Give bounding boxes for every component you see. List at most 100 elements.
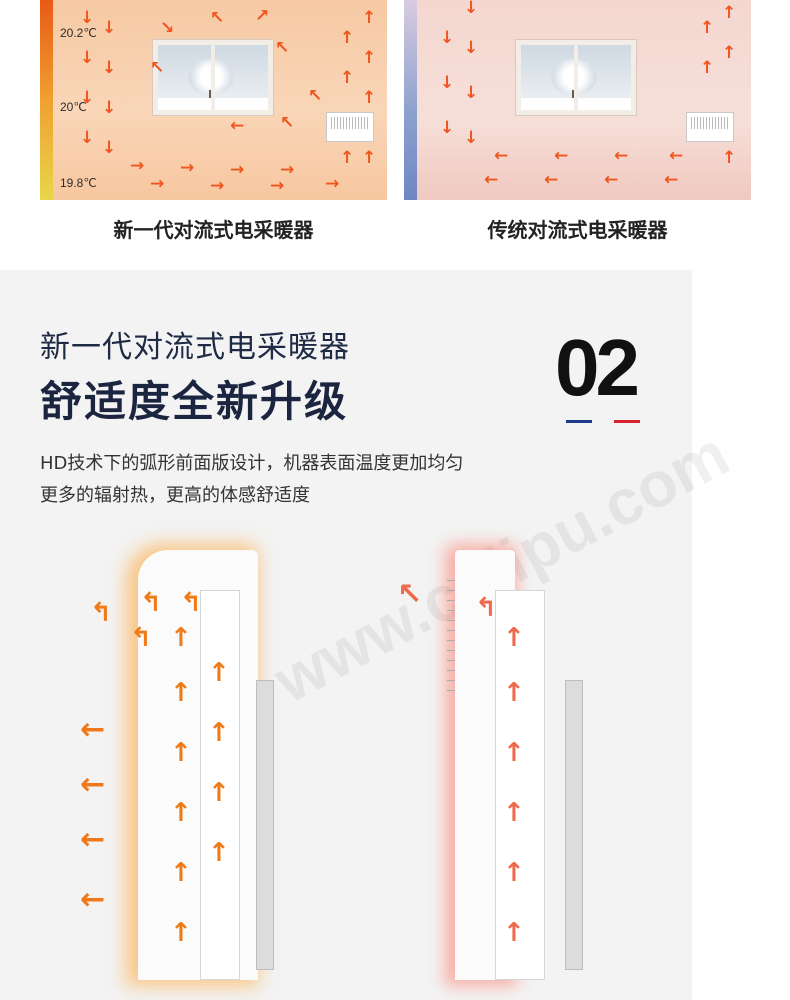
radiant-heat-arrow-icon: ← <box>80 767 106 802</box>
airflow-arrow-icon: ← <box>664 170 679 190</box>
feature-section: 新一代对流式电采暖器 舒适度全新升级 02 HD技术下的弧形前面版设计，机器表面… <box>0 270 740 1000</box>
window-snow-scene <box>516 40 636 115</box>
temp-label-low: 19.8℃ <box>60 176 97 190</box>
caption-new-heater: 新一代对流式电采暖器 <box>113 218 314 242</box>
feature-headline: 舒适度全新升级 <box>40 377 349 426</box>
airflow-arrow-icon: ↓ <box>464 38 479 58</box>
number-underline-red <box>614 420 640 423</box>
airflow-arrow-icon: ← <box>494 146 509 166</box>
description-line-2: 更多的辐射热，更高的体感舒适度 <box>40 485 310 506</box>
airflow-arrow-icon: → <box>150 174 165 194</box>
airflow-arrow-icon: ← <box>484 170 499 190</box>
feature-description: HD技术下的弧形前面版设计，机器表面温度更加均匀 更多的辐射热，更高的体感舒适度 <box>40 448 620 512</box>
airflow-arrow-icon: ↑ <box>362 148 377 168</box>
airflow-arrow-icon: ↖ <box>275 38 290 58</box>
heat-up-arrow-icon: ↑ <box>170 858 192 888</box>
temperature-scale-bar <box>404 0 417 200</box>
radiant-heat-arrow-icon: ← <box>80 882 106 917</box>
airflow-arrow-icon: ↑ <box>362 48 377 68</box>
window-snow-scene <box>153 40 273 115</box>
airflow-arrow-icon: ↓ <box>102 98 117 118</box>
airflow-arrow-icon: → <box>230 160 245 180</box>
airflow-arrow-icon: ↓ <box>464 128 479 148</box>
heater-body <box>200 590 240 980</box>
heat-up-arrow-icon: ↑ <box>503 678 525 708</box>
heat-curve-arrow-icon: ↰ <box>475 593 497 623</box>
temperature-scale-bar <box>40 0 53 200</box>
airflow-arrow-icon: ↖ <box>150 58 165 78</box>
airflow-arrow-icon: → <box>130 156 145 176</box>
heat-curve-arrow-icon: ↰ <box>130 623 152 653</box>
heat-up-arrow-icon: ↑ <box>208 838 230 868</box>
airflow-arrow-icon: → <box>270 176 285 196</box>
airflow-arrow-icon: ↑ <box>722 148 737 168</box>
airflow-arrow-icon: ↖ <box>280 113 295 133</box>
wall-bracket <box>565 680 583 970</box>
radiant-heat-arrow-icon: ← <box>80 712 106 747</box>
airflow-arrow-icon: ↓ <box>464 0 479 18</box>
description-line-1: HD技术下的弧形前面版设计，机器表面温度更加均匀 <box>40 453 464 474</box>
airflow-arrow-icon: ↑ <box>700 18 715 38</box>
heat-up-arrow-icon: ↑ <box>208 658 230 688</box>
airflow-arrow-icon: ↓ <box>80 128 95 148</box>
airflow-arrow-icon: ↓ <box>102 18 117 38</box>
heat-up-arrow-icon: ↑ <box>170 738 192 768</box>
arc-panel-heater-diagram: ↑ ↑ ↑ ↑ ↑ ↑ ↑ ↑ ↑ ↑ ↰ ↰ ↰ ↰ ← ← ← ← <box>70 540 280 980</box>
airflow-arrow-icon: ↑ <box>362 88 377 108</box>
airflow-arrow-icon: ← <box>614 146 629 166</box>
heater-body <box>495 590 545 980</box>
heat-up-arrow-icon: ↑ <box>503 798 525 828</box>
heat-up-arrow-icon: ↑ <box>503 623 525 653</box>
heat-up-arrow-icon: ↑ <box>170 798 192 828</box>
heat-up-arrow-icon: ↑ <box>170 623 192 653</box>
number-underline-blue <box>566 420 592 423</box>
airflow-arrow-icon: ↑ <box>700 58 715 78</box>
exit-heat-arrow-icon: ↖ <box>397 577 423 612</box>
heat-up-arrow-icon: ↑ <box>503 918 525 948</box>
feature-subtitle: 新一代对流式电采暖器 <box>40 330 350 365</box>
airflow-arrow-icon: → <box>325 174 340 194</box>
airflow-arrow-icon: → <box>210 176 225 196</box>
airflow-arrow-icon: ↖ <box>308 86 323 106</box>
wall-bracket <box>256 680 274 970</box>
temp-label-high: 20.2℃ <box>60 26 97 40</box>
airflow-arrow-icon: ↓ <box>102 138 117 158</box>
airflow-arrow-icon: ↑ <box>340 148 355 168</box>
caption-traditional-heater: 传统对流式电采暖器 <box>487 218 668 242</box>
traditional-heater-room-illustration: ↓ ↓ ↓ ↓ ↓ ↓ ↓ ← ← ← ← ← ← ← ← ↑ ↑ ↑ ↑ ↑ <box>404 0 751 200</box>
airflow-arrow-icon: ↓ <box>440 73 455 93</box>
heater-icon <box>326 112 374 142</box>
airflow-arrow-icon: ↓ <box>440 28 455 48</box>
heat-curve-arrow-icon: ↰ <box>90 598 112 628</box>
airflow-arrow-icon: ↓ <box>464 83 479 103</box>
heat-up-arrow-icon: ↑ <box>170 918 192 948</box>
airflow-arrow-icon: ↖ <box>210 8 225 28</box>
airflow-arrow-icon: → <box>280 160 295 180</box>
heat-up-arrow-icon: ↑ <box>170 678 192 708</box>
airflow-arrow-icon: ↓ <box>80 88 95 108</box>
heat-curve-arrow-icon: ↰ <box>140 588 162 618</box>
comparison-section: 20.2℃ 20℃ 19.8℃ ↓ ↓ ↓ ↓ ↓ ↓ ↓ ↓ → → → → … <box>0 0 790 270</box>
heat-curve-arrow-icon: ↰ <box>180 588 202 618</box>
heat-up-arrow-icon: ↑ <box>208 778 230 808</box>
airflow-arrow-icon: ← <box>544 170 559 190</box>
temp-label-mid: 20℃ <box>60 100 87 114</box>
airflow-arrow-icon: ↓ <box>80 8 95 28</box>
airflow-arrow-icon: ↑ <box>722 3 737 23</box>
front-grill <box>447 580 455 700</box>
airflow-arrow-icon: ↘ <box>160 18 175 38</box>
airflow-arrow-icon: ↑ <box>362 8 377 28</box>
airflow-arrow-icon: ↑ <box>340 68 355 88</box>
airflow-arrow-icon: ← <box>669 146 684 166</box>
new-heater-room-illustration: 20.2℃ 20℃ 19.8℃ ↓ ↓ ↓ ↓ ↓ ↓ ↓ ↓ → → → → … <box>40 0 387 200</box>
feature-number: 02 <box>555 323 640 412</box>
heat-up-arrow-icon: ↑ <box>503 858 525 888</box>
airflow-arrow-icon: ↓ <box>440 118 455 138</box>
airflow-arrow-icon: → <box>180 158 195 178</box>
airflow-arrow-icon: ↓ <box>102 58 117 78</box>
airflow-arrow-icon: ← <box>554 146 569 166</box>
airflow-arrow-icon: ↑ <box>340 28 355 48</box>
airflow-arrow-icon: ← <box>230 116 245 136</box>
heat-up-arrow-icon: ↑ <box>503 738 525 768</box>
airflow-arrow-icon: ← <box>604 170 619 190</box>
